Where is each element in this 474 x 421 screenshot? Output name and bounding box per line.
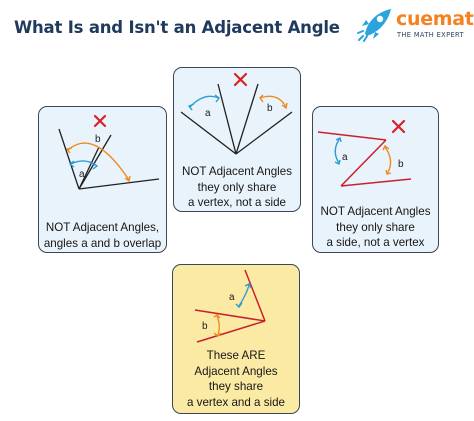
angle-b-arc xyxy=(67,142,130,181)
angle-a-arc xyxy=(238,284,250,307)
caption-line: they only share xyxy=(197,180,277,194)
angle-b-arc xyxy=(259,95,287,108)
caption-line: Adjacent Angles xyxy=(194,364,278,378)
diagram-vertex-only: a b xyxy=(180,72,293,155)
cross-icon xyxy=(233,72,248,87)
card-vertex-only: a b NOT Adjacent Angles they only share … xyxy=(173,67,301,212)
diagram-side-only: a b xyxy=(317,119,412,187)
caption-right: NOT Adjacent Angles they only share a si… xyxy=(313,204,438,251)
angle-b-arc xyxy=(384,146,392,175)
caption-line: a side, not a vertex xyxy=(326,236,425,250)
cross-icon xyxy=(93,114,107,128)
caption-line: they only share xyxy=(336,220,415,234)
rocket-icon xyxy=(357,9,391,42)
angle-rays xyxy=(317,131,412,187)
cross-icon xyxy=(391,119,406,134)
angle-rays xyxy=(180,83,293,155)
angle-a-label: a xyxy=(79,169,85,180)
angle-b-label: b xyxy=(202,321,208,332)
angle-b-label: b xyxy=(95,134,101,145)
caption-line: NOT Adjacent Angles xyxy=(320,205,431,218)
diagram-adjacent-angles: a b xyxy=(194,269,266,343)
caption-top: NOT Adjacent Angles they only share a ve… xyxy=(174,164,300,211)
caption-line: they share xyxy=(208,380,264,394)
angle-a-arc xyxy=(189,95,220,108)
card-adjacent-angles: a b These ARE Adjacent Angles they share… xyxy=(172,264,300,414)
page-title: What Is and Isn't an Adjacent Angle xyxy=(14,18,340,37)
angle-a-label: a xyxy=(229,292,235,303)
logo-name: cuemath xyxy=(396,8,474,30)
angle-a-label: a xyxy=(342,152,348,163)
angle-b-arc xyxy=(216,315,220,336)
caption-line: angles a and b overlap xyxy=(43,236,162,250)
caption-line: a vertex, not a side xyxy=(188,196,286,210)
caption-line: These ARE xyxy=(206,349,266,362)
angle-b-label: b xyxy=(267,103,273,114)
angle-rays xyxy=(58,128,160,190)
angle-rays xyxy=(194,269,266,343)
angle-a-label: a xyxy=(205,108,211,119)
caption-line: NOT Adjacent Angles, xyxy=(45,221,160,234)
caption-left: NOT Adjacent Angles, angles a and b over… xyxy=(39,220,166,251)
logo-tagline: THE MATH EXPERT xyxy=(397,31,464,39)
diagram-overlapping-angles: b a xyxy=(58,114,160,190)
angle-a-arc xyxy=(334,137,341,164)
cuemath-logo: cuemath THE MATH EXPERT xyxy=(355,6,474,42)
card-side-only: a b NOT Adjacent Angles they only share … xyxy=(312,106,439,253)
angle-b-label: b xyxy=(398,159,404,170)
caption-line: NOT Adjacent Angles xyxy=(182,165,292,178)
card-overlapping-angles: b a NOT Adjacent Angles, angles a and b … xyxy=(38,106,167,253)
caption-bottom: These ARE Adjacent Angles they share a v… xyxy=(173,348,299,410)
caption-line: a vertex and a side xyxy=(187,395,285,409)
